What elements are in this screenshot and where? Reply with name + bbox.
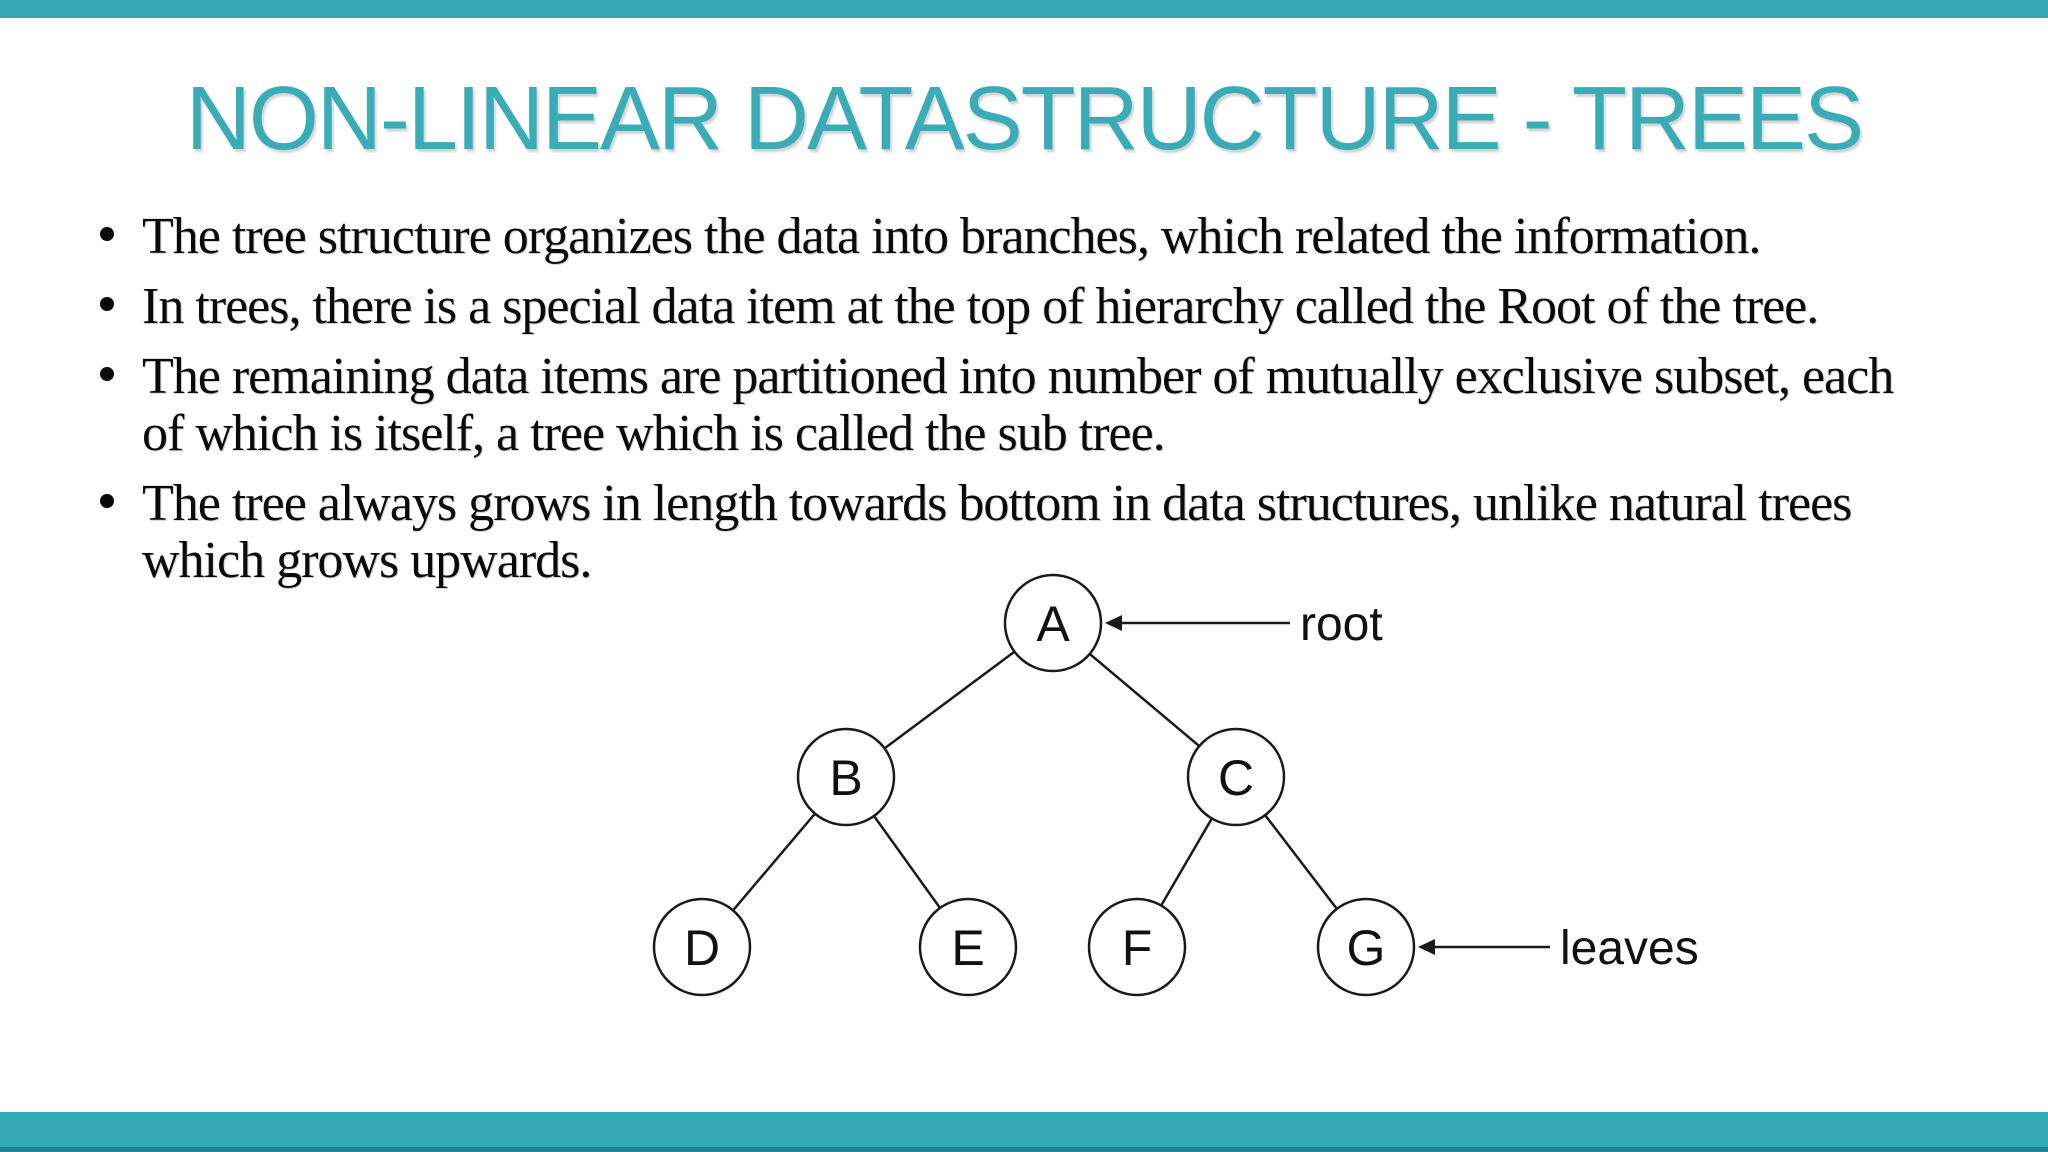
bullet-marker [100, 227, 114, 241]
bullet-text: The tree always grows in length towards … [142, 475, 1852, 589]
bullet-marker [100, 297, 114, 311]
tree-node-A [1003, 573, 1103, 673]
bullet-item: The tree always grows in length towards … [96, 475, 1998, 589]
bullet-item: The remaining data items are partitioned… [96, 348, 1998, 462]
bullet-item: The tree structure organizes the data in… [96, 208, 1998, 265]
bullet-marker [100, 367, 114, 381]
bullet-text: The remaining data items are partitioned… [142, 348, 1894, 462]
bullet-text: The tree structure organizes the data in… [142, 208, 1761, 265]
bullet-list: The tree structure organizes the data in… [96, 208, 1998, 602]
bullet-text: In trees, there is a special data item a… [142, 278, 1819, 335]
tree-node-C [1186, 727, 1286, 827]
root-arrowhead-icon [1105, 615, 1122, 631]
tree-node-label-G: G [1347, 920, 1386, 976]
top-accent-bar [0, 0, 2048, 18]
leaves-label: leaves [1560, 922, 1699, 975]
tree-node-G [1316, 897, 1416, 997]
tree-node-F [1087, 897, 1187, 997]
tree-node-B [796, 727, 896, 827]
root-label: root [1300, 598, 1383, 651]
bullet-item: In trees, there is a special data item a… [96, 278, 1998, 335]
leaves-arrowhead-icon [1418, 939, 1435, 955]
tree-node-E [918, 897, 1018, 997]
bullet-marker [100, 494, 114, 508]
slide-title: NON-LINEAR DATASTRUCTURE - TREES [185, 69, 1864, 169]
tree-node-label-A: A [1036, 596, 1070, 652]
tree-node-label-B: B [829, 750, 862, 806]
tree-node-label-F: F [1122, 920, 1153, 976]
tree-node-label-D: D [684, 920, 720, 976]
bottom-accent-bar [0, 1112, 2048, 1152]
tree-node-label-E: E [951, 920, 984, 976]
tree-node-D [652, 897, 752, 997]
tree-node-label-C: C [1218, 750, 1254, 806]
